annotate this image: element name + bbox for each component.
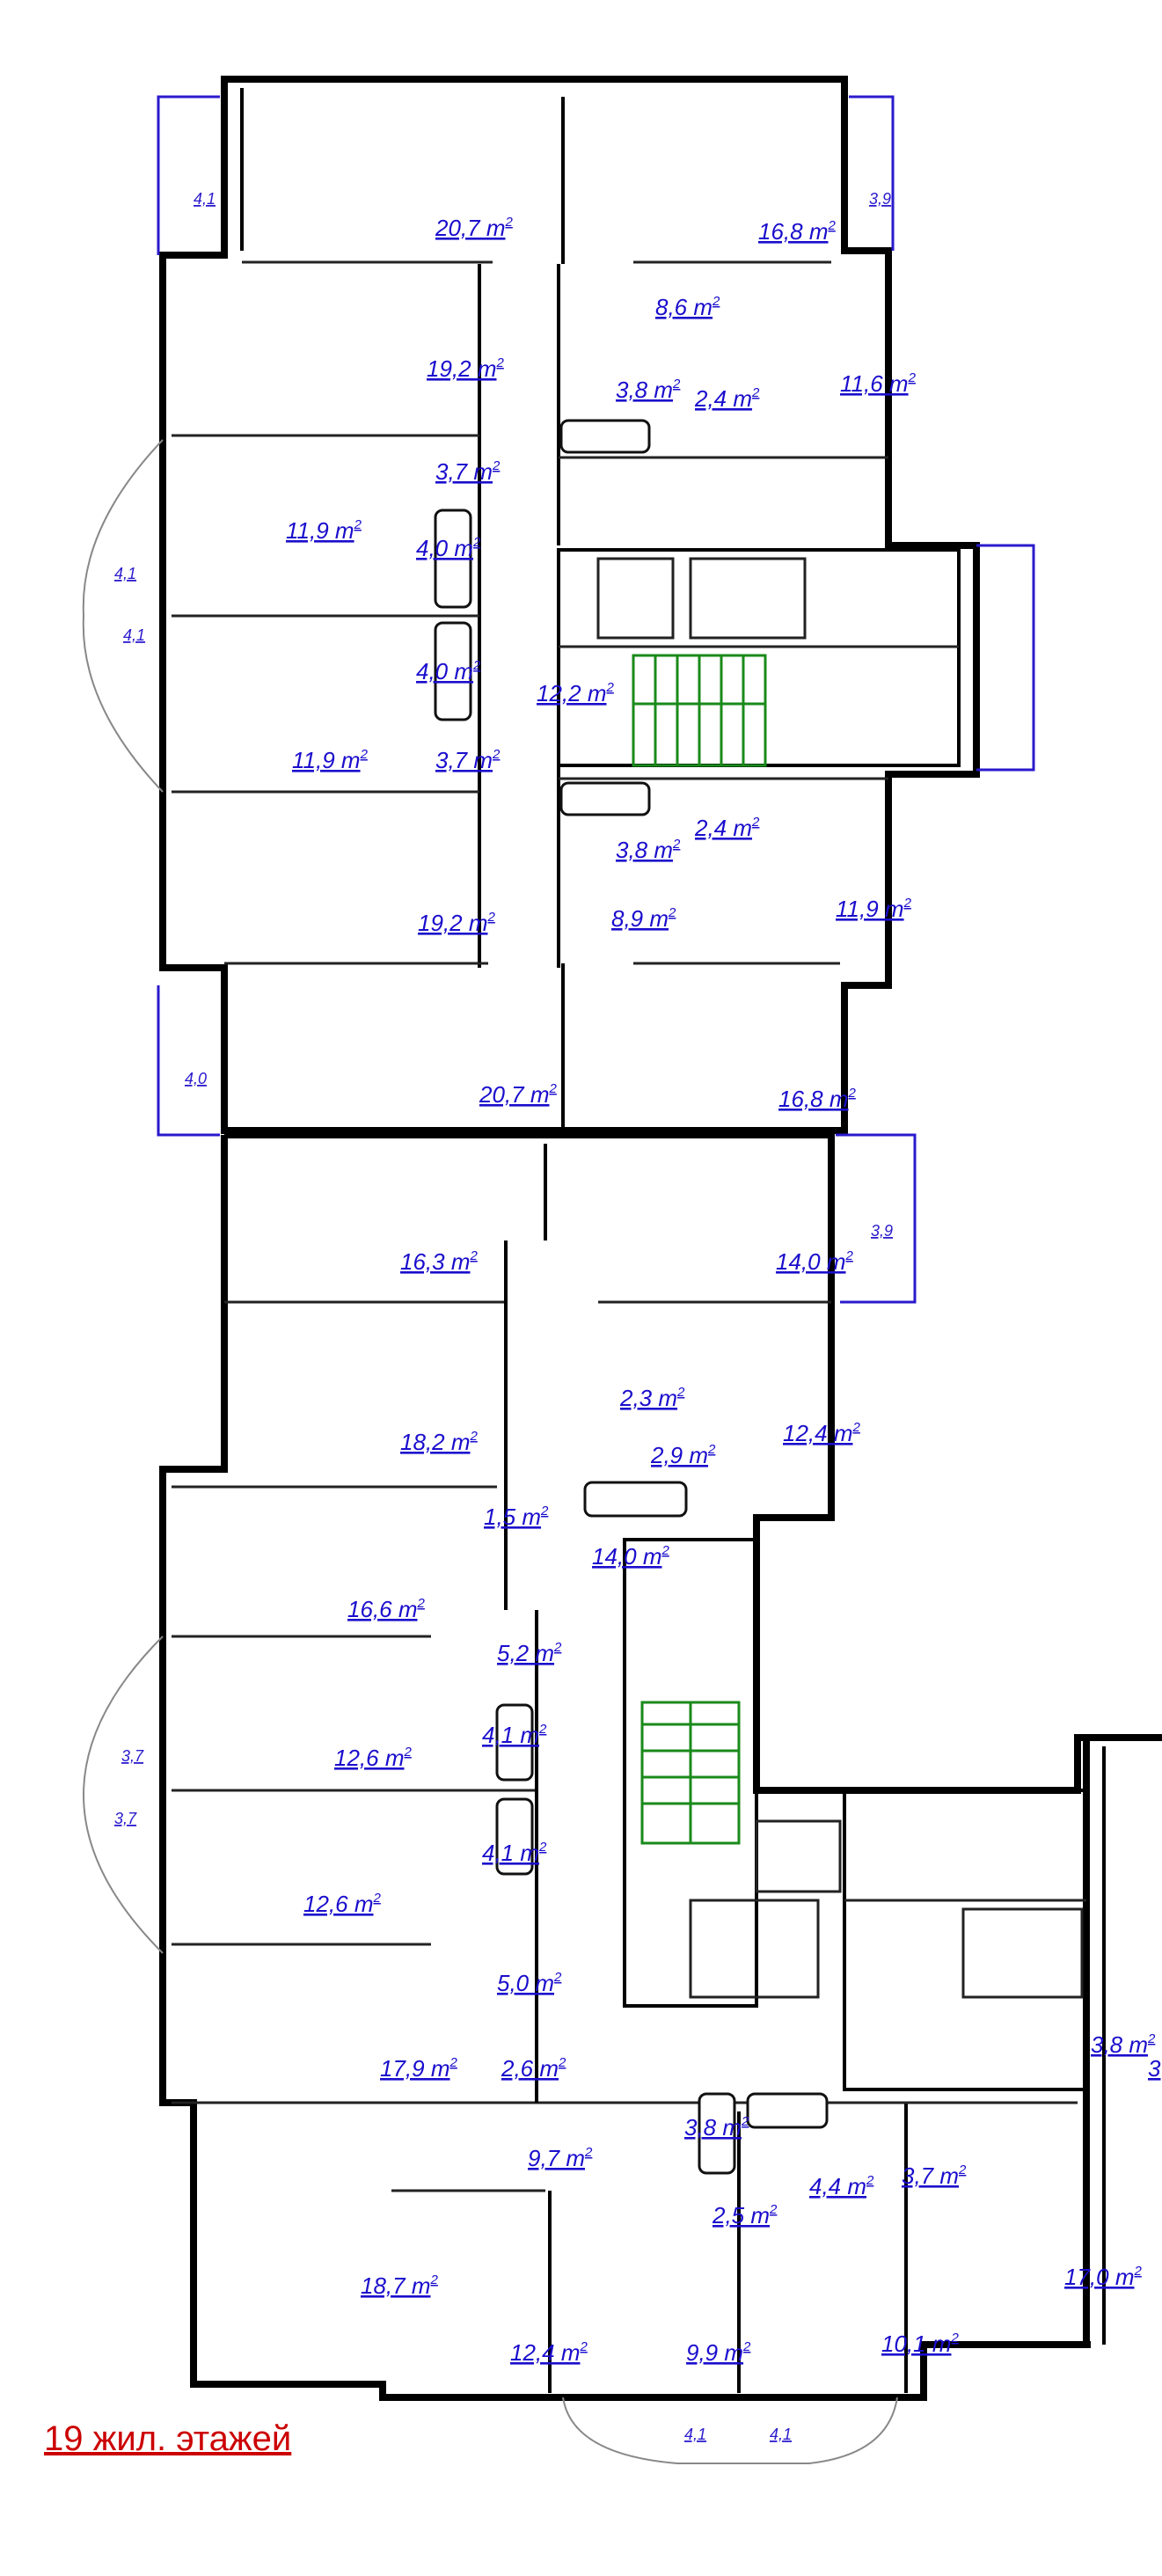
room-area-label-r05: 3,8 m2 [616,377,681,403]
balcony-label-b10: 4,1 [770,2426,792,2443]
room-area-label-r19: 11,9 m2 [836,896,912,922]
room-area-label-r46: 18,7 m2 [361,2272,439,2299]
room-area-label-r36: 5,0 m2 [497,1970,562,1996]
balcony-dimension-labels: 4,1 3,9 4,1 4,1 4,0 3,9 3,7 3,7 4,1 4,1 [114,190,893,2443]
room-area-label-r35: 12,6 m2 [303,1891,382,1917]
room-area-label-r09: 11,9 m2 [286,517,362,544]
room-area-label-r29: 14,0 m2 [592,1543,670,1570]
room-area-label-r32: 4,1 m2 [482,1722,547,1748]
balcony-outlines [82,95,1035,2464]
room-area-label-r10: 4,0 m2 [416,535,481,561]
room-area-label-r01: 20,7 m2 [435,215,514,241]
room-area-label-r20: 20,7 m2 [479,1081,558,1108]
room-area-label-r26: 2,9 m2 [650,1442,716,1468]
room-area-label-r40: 9,7 m2 [528,2145,593,2171]
room-area-label-r25: 18,2 m2 [400,1429,479,1455]
room-area-label-r47: 12,4 m2 [510,2339,588,2366]
balcony-label-b02: 3,9 [869,190,891,208]
exterior-walls-upper [159,76,980,1134]
room-area-label-r30: 16,6 m2 [347,1596,426,1622]
room-area-label-r39: 2,6 m2 [501,2055,566,2082]
room-area-label-r27: 12,4 m2 [783,1420,861,1446]
room-area-label-r24: 2,3 m2 [619,1385,685,1411]
room-area-label-r02: 16,8 m2 [758,218,837,245]
room-area-label-r16: 3,8 m2 [616,837,681,863]
room-area-label-r04: 19,2 m2 [427,355,505,382]
room-area-label-r28: 1,5 m2 [484,1504,549,1530]
room-area-label-r42: 4,4 m2 [809,2173,874,2199]
room-area-label-r14: 3,7 m2 [435,747,501,773]
partial-room-label: 3 [1148,2055,1161,2082]
room-area-label-r21: 16,8 m2 [778,1086,857,1112]
room-area-label-r44: 2,5 m2 [712,2202,778,2228]
bathroom-fixtures [434,419,829,2175]
room-area-label-r06: 2,4 m2 [694,385,760,412]
room-area-label-r31: 5,2 m2 [497,1640,562,1666]
room-area-label-r48: 9,9 m2 [686,2339,751,2366]
room-area-label-r34: 4,1 m2 [482,1840,547,1866]
room-area-label-r18: 8,9 m2 [611,905,676,932]
room-area-label-r03: 8,6 m2 [655,294,720,320]
room-area-label-r23: 14,0 m2 [776,1248,854,1275]
room-area-label-r22: 16,3 m2 [400,1248,479,1275]
exterior-walls-lower [159,1131,1162,2401]
room-area-label-r17: 19,2 m2 [418,910,496,936]
room-area-label-r07: 11,6 m2 [840,370,917,397]
balcony-label-b06: 3,9 [871,1222,893,1240]
balcony-label-b05: 4,0 [185,1070,207,1087]
stairwell-upper [632,654,767,1843]
room-area-label-r49: 10,1 m2 [881,2331,960,2357]
room-area-label-r41: 3,8 m2 [684,2114,749,2141]
room-area-label-r43: 3,7 m2 [902,2163,967,2189]
room-area-label-r38: 17,9 m2 [380,2055,458,2082]
floors-caption: 19 жил. этажей [44,2419,291,2458]
elevator-shafts [596,557,1084,1999]
balcony-label-b03: 4,1 [114,565,136,582]
balcony-label-b04: 4,1 [123,626,145,644]
room-area-label-r11: 4,0 m2 [416,658,481,684]
balcony-label-b09: 4,1 [684,2426,706,2443]
room-area-label-r13: 11,9 m2 [292,747,369,773]
balcony-label-b07: 3,7 [121,1747,144,1765]
balcony-label-b01: 4,1 [194,190,216,208]
room-area-label-r45: 17,0 m2 [1064,2264,1143,2290]
room-area-labels: 20,7 m2 16,8 m2 8,6 m2 19,2 m2 3,8 m2 2,4 m2 1… [286,215,1156,2366]
balcony-label-b08: 3,7 [114,1810,137,1827]
room-area-label-r37: 3,8 m2 [1091,2031,1156,2058]
room-area-label-r08: 3,7 m2 [435,458,501,485]
room-area-label-r33: 12,6 m2 [334,1745,413,1771]
room-area-label-r12: 12,2 m2 [537,680,615,706]
room-area-label-r15: 2,4 m2 [694,815,760,841]
